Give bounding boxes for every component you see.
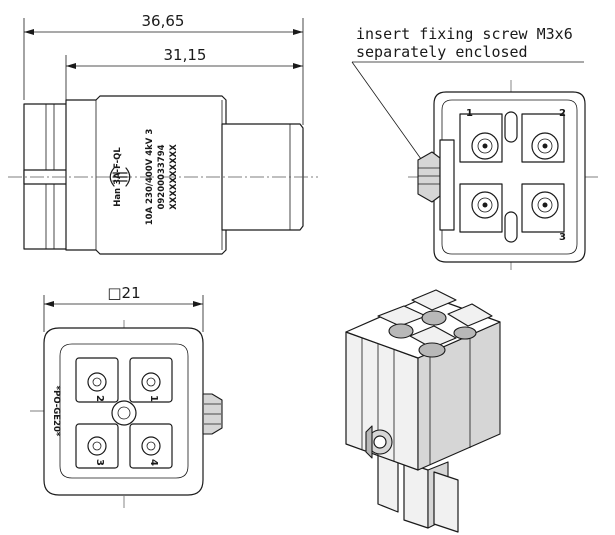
- marking-line-4: XXXXXXXXXX: [169, 144, 179, 210]
- central-hole: [111, 400, 137, 426]
- side-body: [65, 95, 227, 255]
- front-pin-label: 3: [94, 459, 105, 466]
- arrow: [24, 29, 34, 35]
- side-view: 36,65 31,15 Han 3A-F-QL: [8, 12, 318, 255]
- note-line-2: separately enclosed: [356, 43, 528, 61]
- dim-overall-length: 36,65: [142, 12, 185, 30]
- dim-body-length: 31,15: [164, 46, 207, 64]
- front-pin-label: 1: [148, 395, 159, 402]
- contact: [141, 372, 161, 392]
- note-callout: insert fixing screw M3x6 separately encl…: [351, 25, 584, 167]
- harting-logo: [109, 167, 131, 187]
- terminal: [521, 183, 565, 233]
- front-pin-label: 2: [94, 395, 105, 402]
- contact: [87, 372, 107, 392]
- fixing-screw: [417, 151, 441, 203]
- contact: [87, 436, 107, 456]
- note-line-1: insert fixing screw M3x6: [356, 25, 573, 43]
- side-marking: Han 3A-F-QL 10A 230/400V 4kV 3 092000337…: [113, 129, 179, 226]
- arrow: [66, 63, 76, 69]
- rear-view: 1 2 3: [408, 80, 600, 270]
- rear-pin-label: 1: [466, 108, 473, 119]
- contact: [141, 436, 161, 456]
- front-view-label: *PO-GE20*: [51, 386, 61, 437]
- isometric-view: [345, 289, 501, 533]
- rear-pin-label: 3: [559, 232, 566, 243]
- rear-pin-label: 2: [559, 108, 566, 119]
- marking-line-1: Han 3A-F-QL: [113, 147, 123, 207]
- marking-line-3: 09200033794: [157, 144, 167, 209]
- dim-square-size: □21: [107, 284, 140, 302]
- leader-line: [351, 61, 427, 167]
- front-pin-label: 4: [148, 459, 159, 466]
- marking-line-2: 10A 230/400V 4kV 3: [145, 129, 155, 226]
- arrow: [293, 29, 303, 35]
- terminal: [521, 113, 565, 163]
- terminal: [459, 113, 503, 163]
- arrow: [293, 63, 303, 69]
- front-view: □21 2 1 3 4 *PO-GE20*: [30, 284, 223, 508]
- terminal: [459, 183, 503, 233]
